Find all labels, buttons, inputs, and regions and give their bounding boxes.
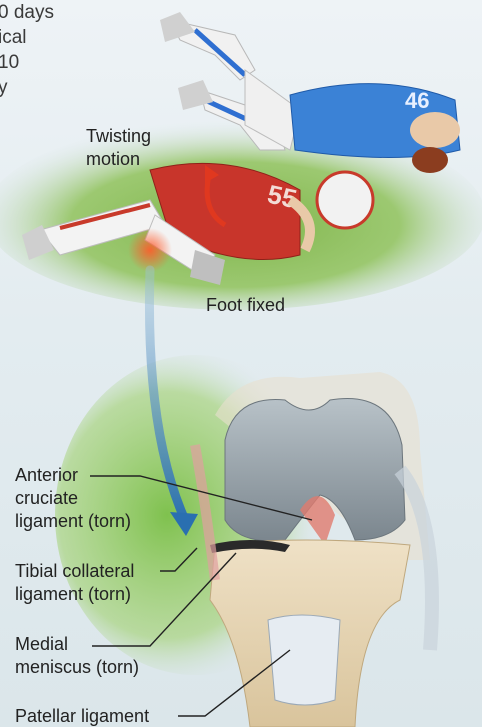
knee-anatomy [195,372,432,727]
patellar-ligament [268,615,340,705]
label-anterior-cruciate-ligament: Anterior cruciate ligament (torn) [15,464,131,533]
foot-impact-glow [128,228,172,272]
label-tibial-collateral-ligament: Tibial collateral ligament (torn) [15,560,134,606]
red-helmet [317,172,373,228]
label-patellar-ligament: Patellar ligament [15,705,149,728]
label-twisting-motion: Twisting motion [86,125,151,171]
label-foot-fixed: Foot fixed [206,294,285,317]
label-medial-meniscus: Medial meniscus (torn) [15,633,139,679]
svg-text:46: 46 [405,88,429,113]
football [412,147,448,173]
